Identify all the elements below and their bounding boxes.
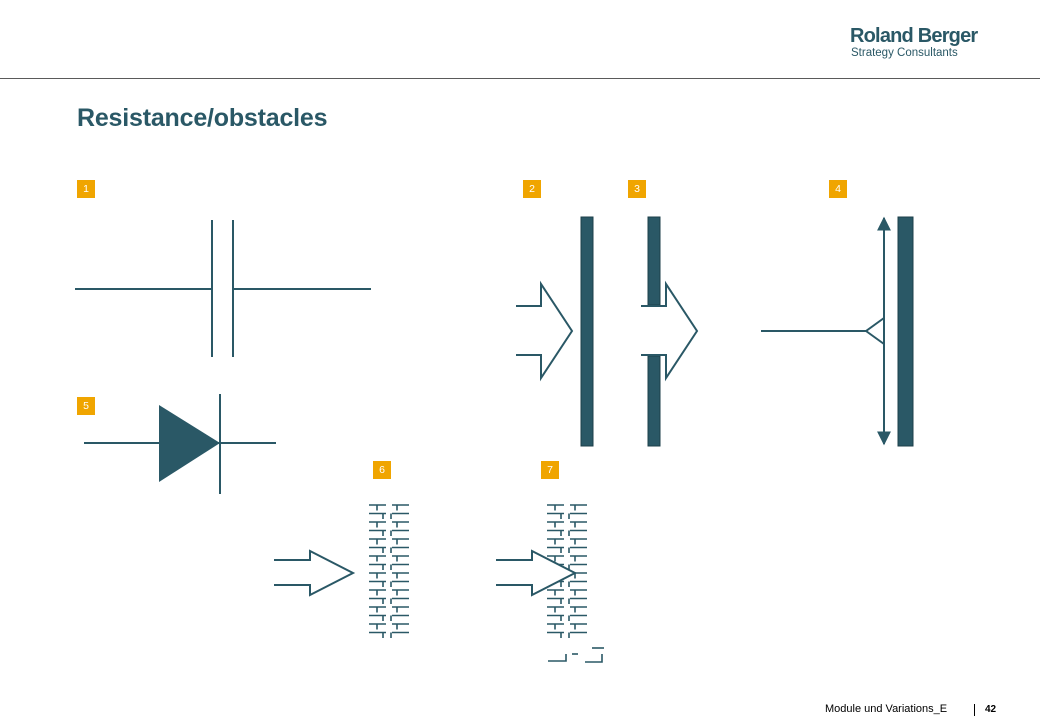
badge-1: 1 bbox=[77, 180, 95, 198]
deflection-diagram bbox=[761, 216, 914, 447]
brand-name: Roland Berger bbox=[850, 25, 978, 47]
badge-6: 6 bbox=[373, 461, 391, 479]
brick-course bbox=[369, 538, 409, 545]
brick-course bbox=[547, 512, 587, 519]
brick-course bbox=[369, 529, 409, 536]
brick-course bbox=[369, 597, 409, 604]
brick-course bbox=[547, 589, 587, 596]
diode-symbol bbox=[84, 394, 276, 494]
brick-course bbox=[369, 546, 409, 553]
page-title: Resistance/obstacles bbox=[77, 104, 328, 132]
brick-course bbox=[547, 555, 587, 562]
brick-course bbox=[547, 623, 587, 630]
brick-course bbox=[369, 512, 409, 519]
brick-course bbox=[547, 631, 587, 638]
badge-5: 5 bbox=[77, 397, 95, 415]
brick-course bbox=[369, 623, 409, 630]
outline-arrow bbox=[274, 549, 356, 597]
footer-divider bbox=[974, 704, 975, 716]
brick-course bbox=[369, 555, 409, 562]
brick-course bbox=[369, 521, 409, 528]
brick-course bbox=[369, 563, 409, 570]
brick-course bbox=[547, 614, 587, 621]
brick-wall-intact bbox=[274, 504, 409, 638]
badge-3: 3 bbox=[628, 180, 646, 198]
header-divider bbox=[0, 78, 1040, 79]
page-number: 42 bbox=[985, 704, 997, 715]
gap-passage-diagram bbox=[641, 216, 699, 447]
outline-arrow bbox=[641, 280, 699, 382]
badge-4: 4 bbox=[829, 180, 847, 198]
brick-course bbox=[547, 504, 587, 511]
brick-course bbox=[369, 580, 409, 587]
brand-logo: Roland Berger Strategy Consultants bbox=[850, 25, 978, 60]
outline-arrow bbox=[516, 280, 574, 382]
badge-7: 7 bbox=[541, 461, 559, 479]
brick-wall-broken bbox=[496, 504, 604, 663]
badge-2: 2 bbox=[523, 180, 541, 198]
brick-course bbox=[547, 606, 587, 613]
brand-tagline: Strategy Consultants bbox=[851, 47, 958, 59]
brick-course bbox=[369, 606, 409, 613]
brick-course bbox=[369, 631, 409, 638]
brick-course bbox=[547, 521, 587, 528]
brick-course bbox=[369, 572, 409, 579]
brick-course bbox=[547, 538, 587, 545]
brick-course bbox=[547, 546, 587, 553]
brick-course bbox=[369, 614, 409, 621]
brick-course bbox=[547, 529, 587, 536]
capacitor-symbol bbox=[75, 220, 371, 357]
brick-course bbox=[369, 504, 409, 511]
brick-course bbox=[369, 589, 409, 596]
footer-module-label: Module und Variations_E bbox=[825, 703, 948, 715]
outline-arrow bbox=[496, 549, 578, 597]
blocked-arrow-diagram bbox=[516, 216, 594, 447]
brick-course bbox=[547, 597, 587, 604]
